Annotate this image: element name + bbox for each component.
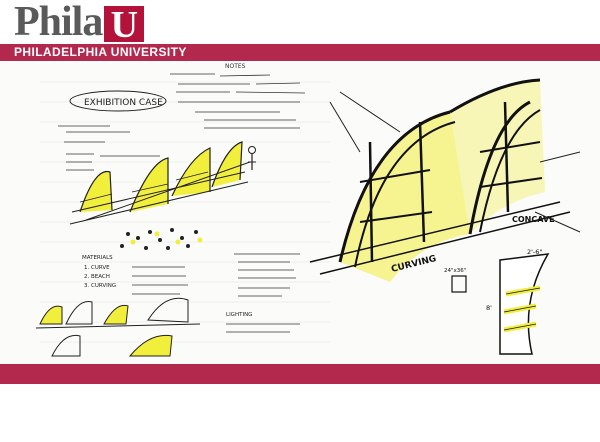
label-concave: CONCAVE (512, 215, 555, 224)
list-item-1: 1. CURVE (84, 265, 110, 271)
panel-detail-sketch: 2'-6" 8' 24"x36" (444, 248, 550, 355)
shelf-perspective-sketch: CURVING CONCAVE (309, 78, 581, 282)
sketch-title: EXHIBITION CASE (69, 90, 167, 112)
sketch-drawing: EXHIBITION CASE NOTES (35, 63, 581, 357)
logo-text-a: a (82, 0, 103, 45)
dim-small: 24"x36" (444, 268, 466, 274)
dim-side: 8' (486, 304, 492, 312)
university-name: PHILADELPHIA UNIVERSITY (14, 45, 187, 59)
shelf-sketch-small (69, 141, 256, 225)
handwritten-notes (170, 73, 306, 129)
dim-top: 2'-6" (527, 248, 542, 256)
footer-band (0, 364, 600, 384)
concept-sketch-image: EXHIBITION CASE NOTES (0, 62, 600, 364)
list-heading: MATERIALS (82, 255, 113, 261)
list-item-3: 3. CURVING (84, 283, 116, 289)
dot-pattern-sketch (120, 228, 198, 250)
materials-list: MATERIALS 1. CURVE 2. BEACH 3. CURVING (82, 255, 188, 295)
logo-box-u: U (104, 6, 145, 44)
thumbnail-sketches (35, 297, 201, 357)
title-label: EXHIBITION CASE (84, 98, 163, 108)
lighting-heading: LIGHTING (226, 312, 252, 318)
list-item-2: 2. BEACH (84, 274, 110, 280)
header-band (0, 44, 600, 61)
logo-text-phil: Phil (14, 0, 83, 45)
notes-heading: NOTES (225, 63, 246, 70)
